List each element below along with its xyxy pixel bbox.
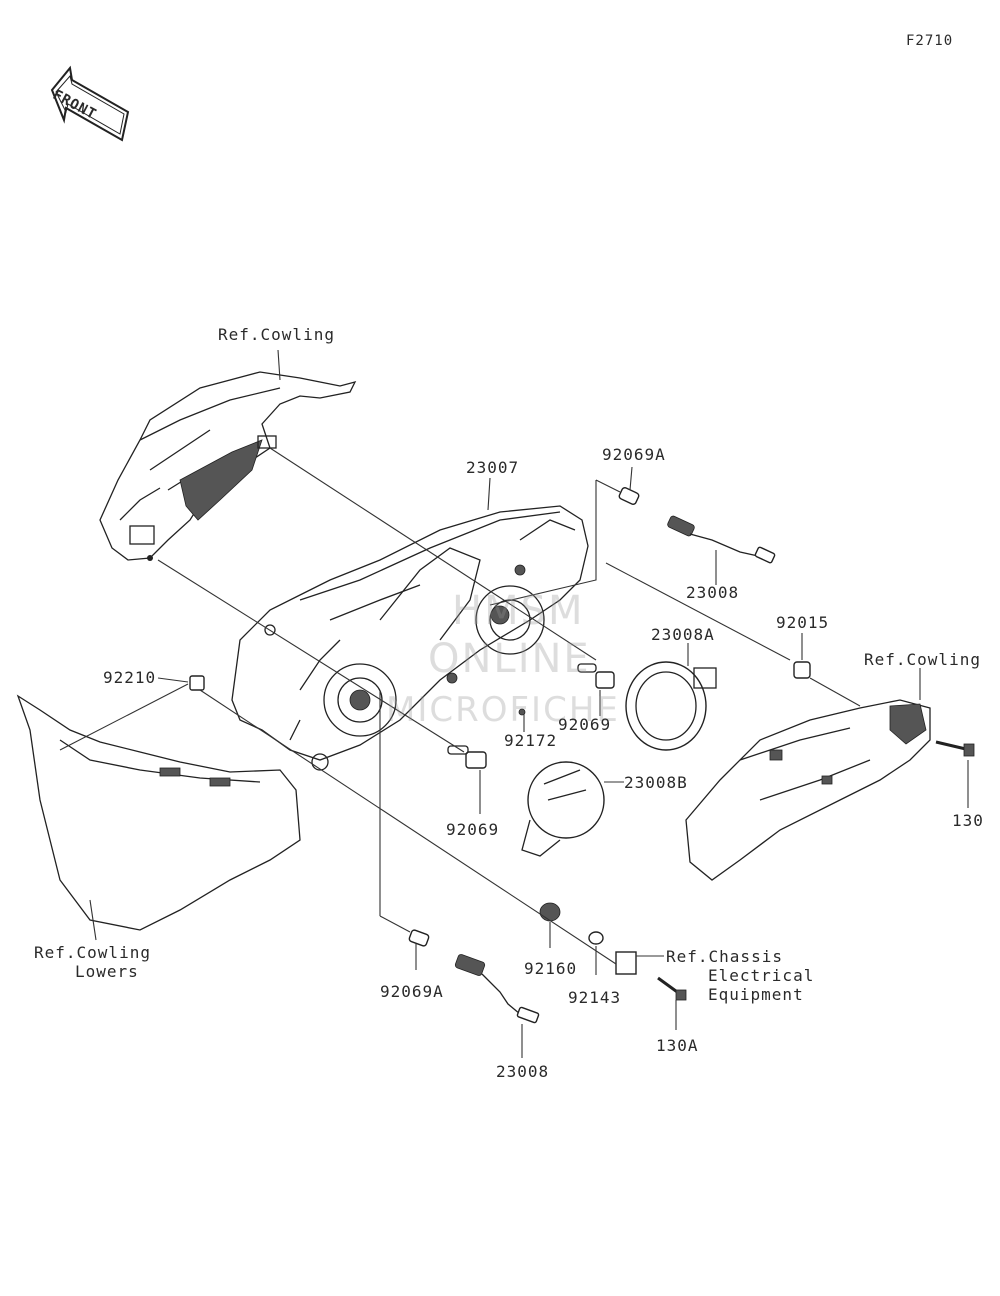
bulb-cover-23008B — [521, 761, 605, 857]
part-label-92210: 92210 — [103, 668, 157, 687]
front-arrow-icon — [50, 65, 130, 142]
part-label-92143: 92143 — [568, 988, 622, 1007]
leader-lines — [59, 349, 969, 1058]
watermark-line-2: ONLINE — [428, 636, 591, 682]
part-label-92069A-top: 92069A — [602, 445, 666, 464]
bolt-130 — [935, 740, 975, 757]
part-label-23008-bottom: 23008 — [496, 1062, 550, 1081]
ref-chassis-label-3: Equipment — [708, 985, 804, 1004]
part-label-130A: 130A — [656, 1036, 699, 1055]
bulb-and-socket-bottom — [408, 929, 540, 1024]
upper-cowling-shape — [99, 371, 357, 561]
ref-cowling-lowers-label-2: Lowers — [75, 962, 139, 981]
part-label-23007: 23007 — [466, 458, 520, 477]
ref-chassis-label-1: Ref.Chassis — [666, 947, 783, 966]
part-label-23008B: 23008B — [624, 773, 688, 792]
lower-small-parts — [539, 902, 687, 1001]
figure-code: F2710 — [906, 33, 954, 49]
part-label-92069-right: 92069 — [558, 715, 612, 734]
watermark-line-1: HMSM — [452, 588, 585, 634]
lower-cowling-shape — [16, 675, 301, 931]
part-label-92015: 92015 — [776, 613, 830, 632]
ref-cowling-top-label: Ref.Cowling — [218, 325, 335, 344]
right-inner-cowling-shape — [685, 661, 931, 881]
ref-chassis-label-2: Electrical — [708, 966, 815, 985]
ref-cowling-right-label: Ref.Cowling — [864, 650, 981, 669]
bulbs-92069 — [447, 663, 615, 769]
bulb-and-socket-top — [618, 487, 776, 564]
ref-cowling-lowers-label-1: Ref.Cowling — [34, 943, 151, 962]
bulb-cover-23008A — [625, 661, 717, 751]
part-label-23008A: 23008A — [651, 625, 715, 644]
part-label-92069-mid: 92069 — [446, 820, 500, 839]
part-label-92160: 92160 — [524, 959, 578, 978]
part-label-130: 130 — [952, 811, 984, 830]
part-label-92069A-bottom: 92069A — [380, 982, 444, 1001]
part-label-92172: 92172 — [504, 731, 558, 750]
part-label-23008-top: 23008 — [686, 583, 740, 602]
watermark-line-3: MICROFICHE — [386, 690, 620, 730]
